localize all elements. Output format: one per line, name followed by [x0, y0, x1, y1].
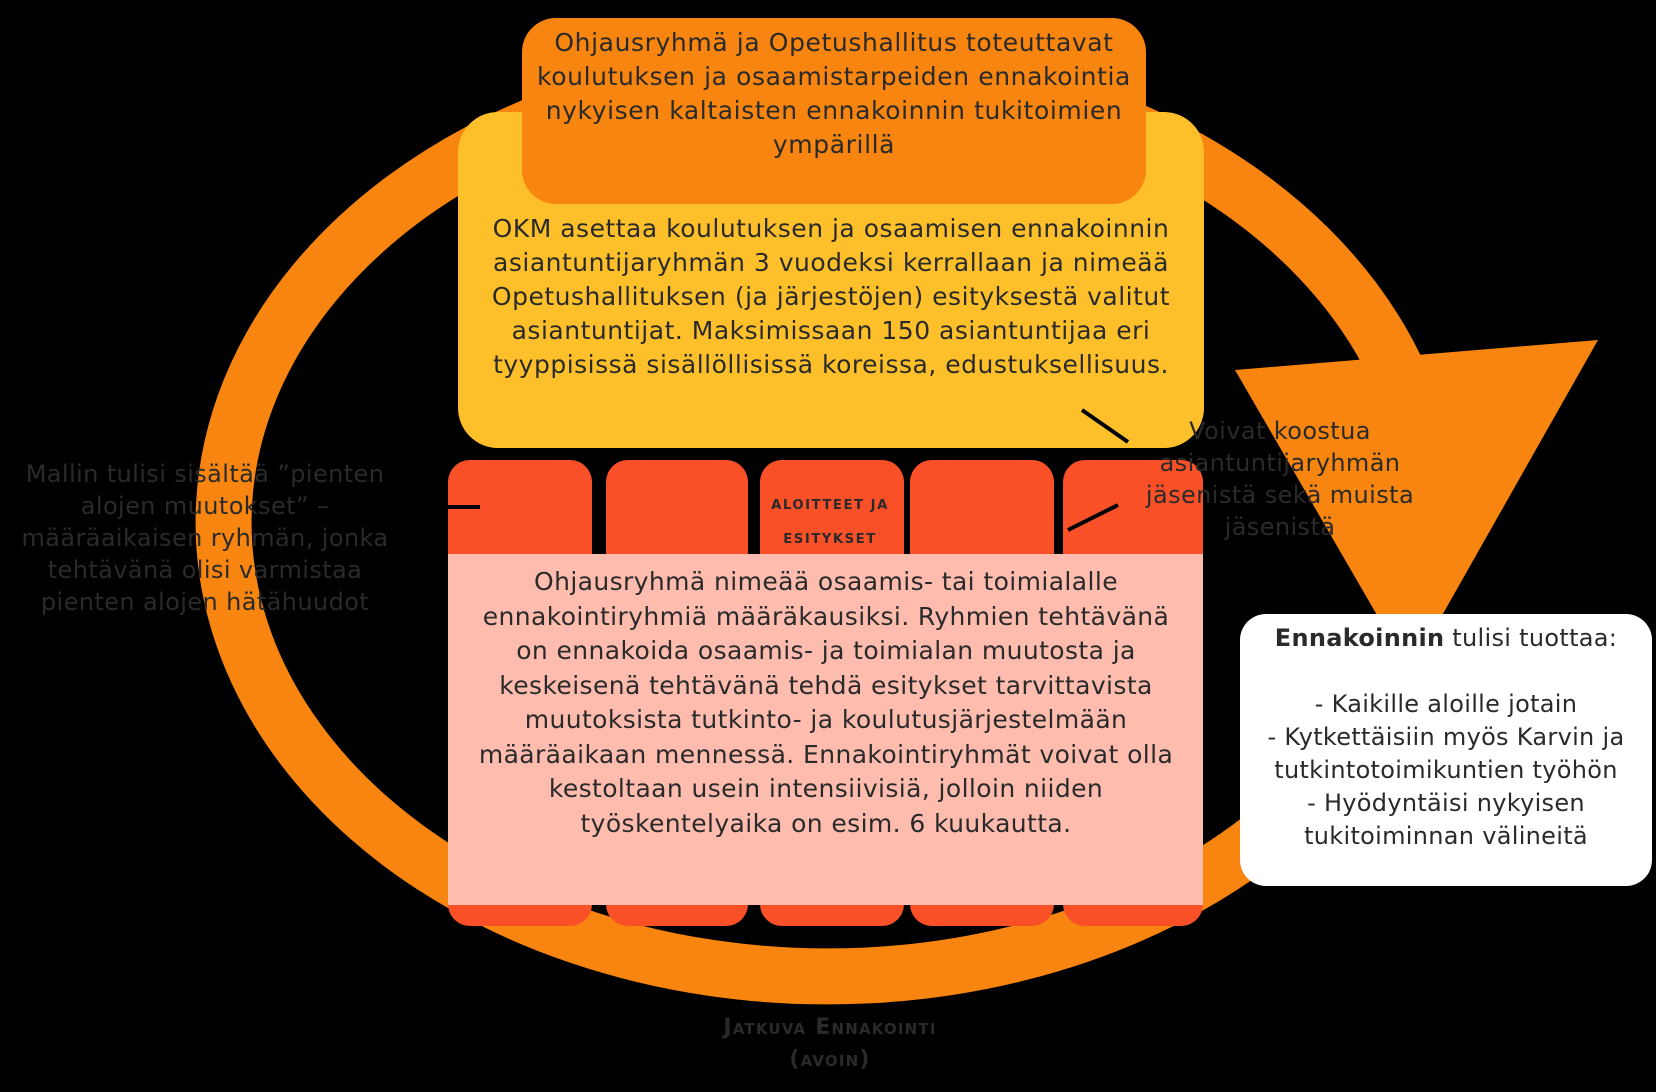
outputs-callout-heading-bold: Ennakoinnin [1274, 624, 1445, 652]
connector-right-note [1067, 503, 1119, 532]
outputs-callout-heading: Ennakoinnin tulisi tuottaa: [1246, 622, 1646, 655]
outputs-callout: Ennakoinnin tulisi tuottaa: - Kaikille a… [1246, 622, 1646, 853]
steering-group-box [522, 18, 1146, 204]
cycle-title-line2: (avoin) [789, 1047, 871, 1072]
okm-expert-group-text: OKM asettaa koulutuksen ja osaamisen enn… [491, 214, 1171, 379]
connector-okm-note [1080, 408, 1130, 444]
cycle-title: Jatkuva Ennakointi (avoin) [660, 1012, 1000, 1076]
forecast-groups-body [448, 554, 1203, 905]
outputs-callout-box [1240, 614, 1652, 886]
cycle-arrowhead [1235, 340, 1598, 672]
forecast-groups-text: Ohjausryhmä nimeää osaamis- tai toimiala… [478, 567, 1174, 838]
outputs-callout-item: - Kytkettäisiin myös Karvin ja tutkintot… [1267, 723, 1625, 784]
cycle-title-line1: Jatkuva Ennakointi [723, 1015, 937, 1040]
outputs-callout-heading-rest: tulisi tuottaa: [1444, 624, 1618, 652]
small-fields-note: Mallin tulisi sisältää ”pienten alojen m… [21, 460, 389, 616]
steering-group-text: Ohjausryhmä ja Opetushallitus toteuttava… [537, 28, 1131, 159]
outputs-callout-item: - Kaikille aloille jotain [1314, 690, 1578, 718]
initiatives-header-text: Aloitteet ja esitykset [771, 498, 889, 547]
membership-note: Voivat koostua asiantuntijaryhmän jäseni… [1145, 417, 1415, 541]
outputs-callout-item: - Hyödyntäisi nykyisen tukitoiminnan väl… [1304, 789, 1588, 850]
initiatives-header: Aloitteet ja esitykset [740, 488, 920, 556]
